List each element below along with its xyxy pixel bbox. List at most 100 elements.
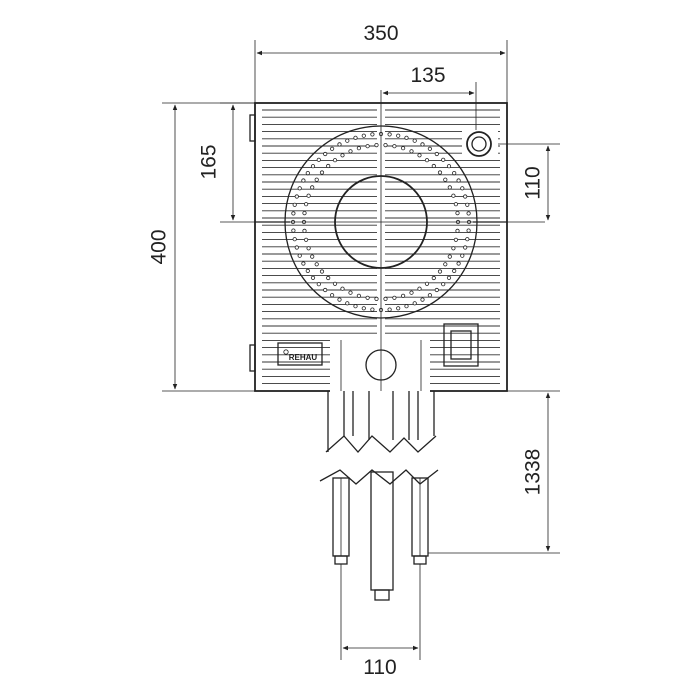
- perforation-hole: [302, 211, 307, 216]
- dimension-offset-135: 135: [382, 64, 477, 130]
- perforation-hole: [427, 146, 432, 151]
- dimension-label: 400: [148, 229, 171, 264]
- perforation-hole: [374, 143, 379, 148]
- perforation-hole: [340, 153, 345, 158]
- lower-break-line: [319, 469, 439, 485]
- perforation-hole: [310, 275, 316, 280]
- perforation-hole: [348, 290, 353, 295]
- perforation-hole: [456, 261, 461, 266]
- perforation-hole: [452, 171, 457, 176]
- perforation-hole: [424, 281, 430, 286]
- perforation-hole: [466, 228, 471, 233]
- dimension-width-350: 350: [254, 22, 508, 103]
- perforation-hole: [463, 245, 468, 250]
- perforation-hole: [447, 254, 452, 259]
- perforation-hole: [348, 149, 353, 154]
- perforation-hole: [301, 261, 306, 266]
- perforation-hole: [453, 237, 458, 242]
- perforation-hole: [319, 269, 325, 274]
- perforation-hole: [326, 275, 331, 281]
- perforation-hole: [434, 151, 439, 157]
- perforation-hole: [392, 144, 397, 149]
- dimension-label: 1338: [522, 449, 545, 496]
- perforation-hole: [383, 143, 388, 148]
- perforation-hole: [356, 293, 361, 298]
- dimension-label: 110: [522, 166, 545, 199]
- dimension-label: 350: [363, 22, 398, 45]
- perforation-hole: [434, 287, 439, 293]
- perforation-hole: [303, 237, 309, 242]
- dimension-foot-spacing-110: 110: [340, 564, 421, 679]
- dimension-label: 135: [410, 64, 445, 87]
- logo-plate: REHAU: [277, 342, 323, 366]
- pipes-upper: [325, 391, 437, 453]
- perforation-hole: [424, 158, 430, 163]
- port-inner-ring: [471, 136, 487, 152]
- perforation-hole: [337, 297, 342, 302]
- perforation-hole: [305, 268, 310, 273]
- perforation-hole: [353, 304, 358, 309]
- perforation-hole: [345, 301, 350, 306]
- perforation-hole: [292, 202, 297, 207]
- perforation-hole: [314, 177, 319, 182]
- perforation-hole: [404, 135, 409, 140]
- perforation-hole: [420, 297, 425, 302]
- perforation-hole: [294, 245, 299, 250]
- perforation-hole: [431, 163, 436, 169]
- upper-hinge: [249, 114, 256, 142]
- perforation-hole: [452, 268, 457, 273]
- perforation-hole: [361, 133, 366, 138]
- dimension-label: 165: [198, 144, 221, 179]
- perforation-hole: [460, 253, 465, 258]
- perforation-hole: [365, 295, 370, 300]
- dimension-side-110: 110: [498, 143, 560, 221]
- dimension-height-400: 400: [148, 102, 255, 392]
- lower-hinge: [249, 344, 256, 372]
- perforation-hole: [455, 211, 460, 216]
- perforation-hole: [356, 146, 361, 151]
- perforation-hole: [297, 186, 302, 191]
- turntable: [220, 90, 545, 320]
- pipe-outlet: [365, 349, 397, 381]
- perforation-hole: [310, 185, 315, 190]
- dimension-label: 110: [363, 656, 396, 679]
- perforation-hole: [466, 211, 471, 216]
- perforation-hole: [417, 153, 422, 158]
- perforation-hole: [443, 177, 448, 182]
- perforation-hole: [431, 275, 436, 281]
- perforation-hole: [460, 186, 465, 191]
- perforation-hole: [412, 138, 417, 143]
- dimension-height-165: 165: [198, 102, 255, 221]
- perforation-hole: [387, 307, 392, 312]
- perforation-hole: [329, 293, 335, 298]
- window-outer: [443, 323, 479, 367]
- perforation-hole: [446, 275, 452, 280]
- perforation-hole: [437, 170, 443, 175]
- perforation-hole: [465, 237, 470, 242]
- perforation-hole: [441, 282, 446, 287]
- perforation-hole: [417, 286, 422, 291]
- perforation-hole: [451, 246, 456, 251]
- perforation-hole: [302, 228, 307, 233]
- perforation-hole: [365, 144, 370, 149]
- inspection-window: [443, 323, 479, 367]
- perforation-hole: [420, 142, 425, 147]
- perforation-hole: [396, 306, 401, 311]
- perforation-hole: [443, 262, 448, 267]
- perforation-hole: [292, 237, 297, 242]
- perforation-hole: [465, 202, 470, 207]
- perforation-hole: [306, 193, 311, 198]
- perforation-hole: [310, 254, 315, 259]
- perforation-ring: [290, 131, 472, 313]
- dimension-depth-1338: 1338: [428, 390, 560, 554]
- perforation-hole: [396, 133, 401, 138]
- perforation-hole: [409, 290, 414, 295]
- perforation-hole: [332, 158, 338, 163]
- perforation-hole: [294, 194, 299, 199]
- perforation-hole: [392, 295, 397, 300]
- perforation-hole: [387, 132, 392, 137]
- perforation-hole: [353, 135, 358, 140]
- perforation-hole: [400, 146, 406, 151]
- pipe-junction: [330, 320, 430, 392]
- window-inner: [450, 330, 472, 360]
